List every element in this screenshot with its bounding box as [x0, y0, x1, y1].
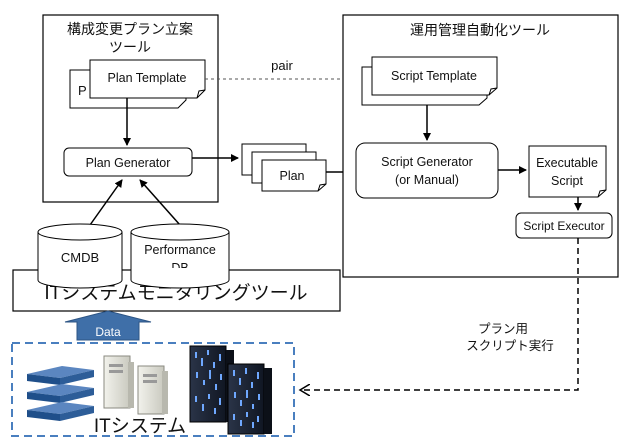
cmdb-label: CMDB — [61, 250, 99, 265]
it-system-region — [11, 342, 295, 437]
execution-note-line2: スクリプト実行 — [466, 338, 554, 353]
script-generator-box: Script Generator (or Manual) — [355, 142, 499, 199]
plan-tool-title: 構成変更プラン立案 — [67, 21, 193, 37]
executable-script-label: Executable — [536, 156, 598, 170]
tower-server-icon — [103, 355, 168, 415]
executable-script-doc: Executable Script — [528, 145, 607, 198]
plan-template-back-label: P — [78, 83, 87, 98]
plan-generator-label: Plan Generator — [86, 156, 171, 170]
script-executor-label: Script Executor — [523, 219, 604, 233]
plan-template-stack: P Plan Template — [69, 59, 206, 109]
cylinders-overlay — [37, 266, 230, 289]
it-system-label: ITシステム — [94, 416, 186, 437]
plan-tool-title-line2: ツール — [109, 39, 151, 55]
plans-stack: Plan — [241, 143, 327, 192]
script-template-label: Script Template — [391, 69, 477, 83]
arrow-perfdb-to-generator — [139, 179, 181, 226]
performance-db-label: Performance — [144, 243, 216, 257]
plan-template-label: Plan Template — [108, 71, 187, 85]
data-arrow-label: Data — [95, 325, 121, 339]
monitoring-tool-label: ITシステムモニタリングツール — [44, 282, 307, 304]
execution-dashed-arrow — [300, 238, 579, 390]
execution-note: プラン用 — [478, 322, 528, 336]
pair-label: pair — [271, 58, 293, 73]
automation-tool-title: 運用管理自動化ツール — [410, 22, 550, 38]
script-template-stack: Script Template — [361, 56, 498, 106]
script-generator-label: Script Generator — [381, 155, 473, 169]
network-switch-icon — [27, 366, 94, 421]
plan-generator-box: Plan Generator — [63, 147, 193, 177]
script-executor-box: Script Executor — [515, 212, 613, 239]
rack-server-icon — [189, 345, 272, 435]
data-arrow: Data — [64, 310, 152, 341]
plan-label: Plan — [279, 169, 304, 183]
script-generator-sublabel: (or Manual) — [395, 173, 459, 187]
executable-script-sublabel: Script — [551, 174, 583, 188]
arrow-cmdb-to-generator — [89, 179, 123, 226]
